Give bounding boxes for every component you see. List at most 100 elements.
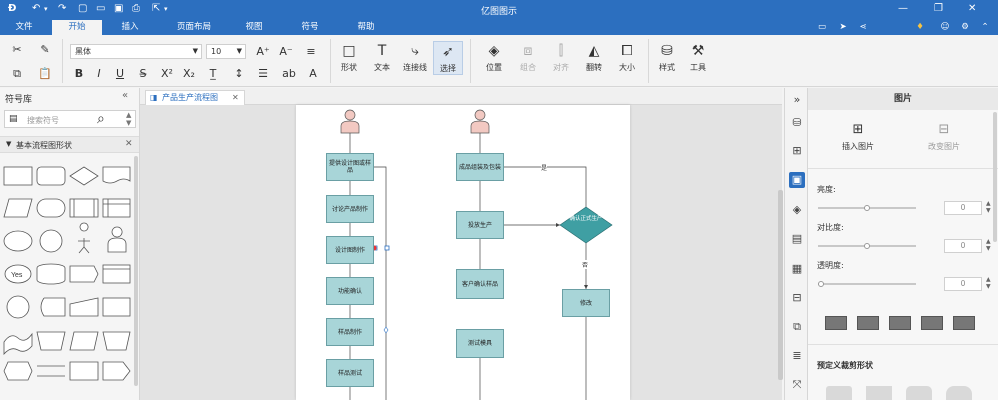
shape-yes-bubble[interactable] [4, 264, 32, 284]
flow-node[interactable]: 讨论产品制作 [326, 195, 374, 223]
shape-punched-tape[interactable] [3, 332, 33, 356]
settings-icon[interactable]: ⚙ [961, 22, 969, 32]
tab-file[interactable]: 文件 [15, 22, 33, 32]
shape-process[interactable] [3, 166, 33, 186]
fill-icon[interactable]: ⛁ [792, 116, 802, 129]
font-name-select[interactable]: 黑体▼ [70, 44, 202, 59]
layers-icon[interactable]: ◈ [792, 203, 802, 216]
shape-manual-operation[interactable] [102, 297, 131, 317]
tab-view[interactable]: 视图 [245, 22, 263, 32]
contrast-slider-knob[interactable] [864, 243, 870, 249]
align-button[interactable]: ⫿ 对齐 [546, 41, 576, 73]
image-preset-5[interactable] [953, 316, 975, 330]
image-preset-2[interactable] [857, 316, 879, 330]
comment-icon[interactable]: ▭ [817, 22, 827, 32]
bullet-list-icon[interactable]: ☰ [258, 67, 268, 80]
shape-display[interactable] [69, 265, 99, 283]
tab-insert[interactable]: 插入 [121, 22, 139, 32]
chart-icon[interactable]: ▦ [791, 262, 803, 275]
grid-icon[interactable]: ⊞ [792, 144, 802, 157]
flow-node[interactable]: 客户确认样品 [456, 269, 504, 299]
tab-symbol[interactable]: 符号 [301, 22, 319, 32]
format-painter-icon[interactable]: ✎ [40, 43, 50, 56]
flow-node[interactable]: 样品测试 [326, 359, 374, 387]
crop-shape-2[interactable] [866, 386, 892, 400]
tools-button[interactable]: ⚒ 工具 [683, 41, 713, 73]
crop-shape-1[interactable] [826, 386, 852, 400]
clear-format-icon[interactable]: T̲ [209, 67, 217, 80]
shape-manual-input[interactable] [69, 297, 99, 317]
image-icon[interactable]: ▣ [789, 172, 805, 188]
italic-icon[interactable]: I [97, 67, 101, 80]
transparency-input[interactable]: 0 [944, 277, 982, 291]
shape-document[interactable] [102, 166, 131, 184]
style-button[interactable]: ⛁ 样式 [652, 41, 682, 73]
symbol-search-input[interactable]: 搜索符号 [27, 116, 59, 125]
underline-icon[interactable]: U [115, 67, 125, 80]
shape-ellipse[interactable] [3, 230, 33, 252]
new-file-icon[interactable]: ▢ [78, 3, 88, 14]
library-scrollbar[interactable] [134, 156, 138, 386]
copy-icon[interactable]: ⧉ [13, 67, 21, 80]
export-icon[interactable]: ⇱ [152, 3, 161, 14]
tab-help[interactable]: 帮助 [357, 22, 375, 32]
page-icon[interactable]: ▤ [791, 232, 803, 245]
line-spacing-icon[interactable]: ↕ [234, 67, 244, 80]
select-button[interactable]: ➶ 选择 [433, 41, 463, 75]
shape-predefined-process[interactable] [69, 198, 99, 218]
shape-offpage[interactable] [102, 361, 131, 381]
ribbon-collapse-icon[interactable]: ⌃ [981, 22, 989, 32]
flow-node[interactable]: 成品组装及包装 [456, 153, 504, 181]
selection-handle[interactable] [384, 245, 390, 251]
close-tab-icon[interactable]: ✕ [232, 93, 239, 102]
library-menu-icon[interactable]: ▤ [9, 114, 18, 124]
transparency-slider-knob[interactable] [818, 281, 824, 287]
shape-data[interactable] [3, 198, 33, 218]
section-close-icon[interactable]: ✕ [125, 139, 133, 149]
collapse-panel-icon[interactable]: « [122, 90, 129, 101]
shape-delay[interactable] [40, 297, 66, 317]
text-case-icon[interactable]: ab [282, 67, 296, 80]
minimize-icon[interactable]: — [898, 3, 908, 14]
user-icon[interactable]: ☺ [940, 22, 950, 32]
shape-actor[interactable] [78, 222, 90, 254]
image-preset-1[interactable] [825, 316, 847, 330]
expand-icon[interactable]: ⤧ [792, 378, 802, 391]
library-section-header[interactable]: ▼ 基本流程图形状 ✕ [0, 136, 139, 153]
list-icon[interactable]: ≣ [792, 349, 802, 362]
shape-alternate-process[interactable] [36, 166, 66, 186]
shape-person[interactable] [107, 226, 127, 253]
shape-annotation[interactable] [69, 361, 99, 381]
flip-button[interactable]: ◭ 翻转 [579, 41, 609, 73]
person-head-right[interactable] [474, 109, 486, 121]
shape-parallelogram[interactable] [69, 331, 99, 351]
document-tab[interactable]: ◨ 产品生产流程图 ✕ [145, 90, 245, 105]
decision-node[interactable] [559, 206, 613, 244]
brightness-slider-knob[interactable] [864, 205, 870, 211]
scroll-up-icon[interactable]: ▲ [126, 111, 132, 119]
image-preset-3[interactable] [889, 316, 911, 330]
shape-preparation[interactable] [3, 361, 33, 381]
shape-stored-data[interactable] [36, 263, 66, 285]
font-color-icon[interactable]: A [309, 67, 317, 80]
shape-terminator[interactable] [36, 198, 66, 218]
undo-dropdown-icon[interactable]: ▾ [44, 5, 48, 13]
bold-icon[interactable]: B [74, 67, 84, 80]
change-image-button[interactable]: ⊟ 改变图片 [924, 122, 964, 152]
flow-node[interactable]: 样品制作 [326, 318, 374, 346]
undo-icon[interactable]: ↶ [32, 3, 41, 14]
share-icon[interactable]: ⋖ [859, 22, 867, 32]
flow-node[interactable]: 测试模具 [456, 329, 504, 358]
close-icon[interactable]: ✕ [968, 3, 977, 14]
scroll-down-icon[interactable]: ▼ [126, 119, 132, 127]
shape-internal-storage[interactable] [102, 198, 131, 218]
search-icon[interactable]: ⌕ [97, 111, 105, 127]
tab-page-layout[interactable]: 页面布局 [176, 22, 211, 32]
brightness-stepper-icon[interactable]: ▲▼ [986, 200, 991, 214]
flow-node[interactable]: 投放生产 [456, 211, 504, 239]
drawing-page[interactable]: 提供设计图或样品 讨论产品制作 设计图制作 功能确认 样品制作 样品测试 成品组… [296, 105, 630, 400]
image-preset-4[interactable] [921, 316, 943, 330]
crop-shape-4[interactable] [946, 386, 972, 400]
shape-trapezoid[interactable] [36, 331, 66, 351]
sitemap-icon[interactable]: ⧉ [793, 320, 801, 333]
